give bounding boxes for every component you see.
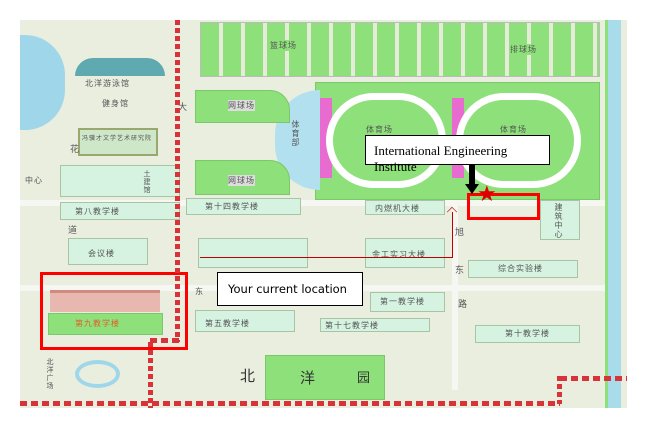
courts <box>200 22 600 77</box>
target-highlight <box>467 193 540 220</box>
label-tennis-1: 网球场 <box>228 100 255 111</box>
label-stadium-2: 体育场 <box>500 125 527 134</box>
main-road <box>557 376 562 404</box>
campus-map[interactable]: 篮球场 排球场 体育场 体育场 体育部 网球场 网球场 北洋游泳馆 健身馆 冯骥… <box>20 20 627 408</box>
label-swimming: 北洋游泳馆 <box>85 79 130 88</box>
label-garden-2: 洋 <box>300 369 317 387</box>
target-label: International Engineering Institute <box>365 135 550 174</box>
label-volleyball: 排球场 <box>510 44 537 55</box>
road <box>452 200 458 390</box>
label-metal: 金工实习大楼 <box>372 250 426 259</box>
label-center: 中心 <box>25 176 43 185</box>
label-garden-3: 园 <box>357 371 372 386</box>
swimming-hall <box>75 58 165 76</box>
label-feng: 冯骥才文学艺术研究院 <box>82 135 153 142</box>
label-lu: 路 <box>458 300 469 310</box>
label-lab: 综合实验楼 <box>498 264 543 273</box>
label-b9: 第九教学楼 <box>75 319 120 328</box>
building-14 <box>186 198 301 215</box>
building-1 <box>370 292 445 312</box>
building-5 <box>195 310 295 332</box>
label-b8: 第八教学楼 <box>75 207 120 216</box>
label-meeting: 会议楼 <box>88 249 115 258</box>
road <box>20 200 605 206</box>
feng-institute <box>78 128 158 156</box>
lab-building <box>468 260 578 278</box>
route-line <box>200 257 453 258</box>
label-sports-dept: 体育部 <box>291 120 300 147</box>
building-17 <box>320 318 430 332</box>
canal <box>605 20 621 408</box>
arch-center <box>540 200 580 240</box>
label-tujian: 土建馆 <box>143 170 151 194</box>
route-line <box>452 212 453 258</box>
building-14b <box>198 238 308 268</box>
civil-building <box>60 165 180 197</box>
label-tennis-2: 网球场 <box>228 175 255 186</box>
arrow-down-icon <box>469 165 475 185</box>
label-da: 大 <box>178 103 189 113</box>
label-arch: 建筑中心 <box>554 203 563 239</box>
label-basketball: 篮球场 <box>270 40 297 51</box>
label-xu: 旭 <box>455 228 466 238</box>
label-b10: 第十教学楼 <box>505 329 550 338</box>
square-fountain <box>75 360 120 388</box>
beiyang-garden <box>265 355 385 400</box>
label-dong-road: 东 <box>455 266 466 276</box>
building-10 <box>475 325 580 343</box>
lake <box>20 35 65 130</box>
building-9-highlight <box>40 272 188 350</box>
label-square: 北洋广场 <box>46 358 54 390</box>
label-gym: 健身馆 <box>102 99 129 108</box>
label-b1: 第一教学楼 <box>380 297 425 306</box>
label-dao: 道 <box>68 226 79 236</box>
arrow-head <box>465 184 479 194</box>
building-9-lawn <box>48 313 163 335</box>
engine-building <box>365 200 445 215</box>
label-dong: 东 <box>195 287 204 296</box>
label-stadium-1: 体育场 <box>366 125 393 134</box>
main-road <box>175 20 180 342</box>
label-b14: 第十四教学楼 <box>205 202 259 211</box>
main-road <box>148 342 153 408</box>
meeting-building <box>68 238 148 265</box>
main-road <box>20 401 560 406</box>
label-b5: 第五教学楼 <box>205 319 250 328</box>
building-9 <box>50 290 160 312</box>
metal-building <box>365 238 445 268</box>
label-b17: 第十七教学楼 <box>325 321 379 330</box>
current-location-label: Your current location <box>217 272 363 306</box>
label-engine: 内燃机大楼 <box>375 204 420 213</box>
star-icon: ★ <box>477 182 497 207</box>
main-road <box>150 338 180 343</box>
main-road <box>560 376 627 381</box>
label-hua: 花 <box>70 145 81 155</box>
label-garden-1: 北 <box>240 367 257 385</box>
